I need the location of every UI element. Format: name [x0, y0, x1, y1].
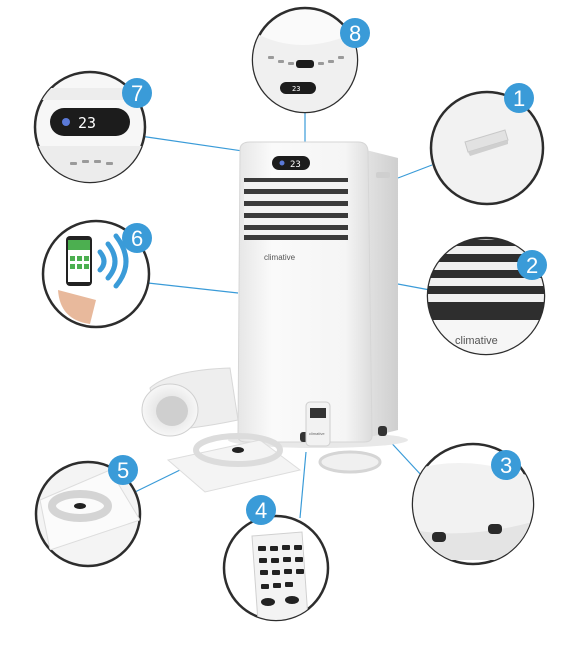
- badge-5: 5: [108, 455, 138, 485]
- callout-7-display-panel: 23: [33, 70, 147, 184]
- svg-text:23: 23: [78, 114, 96, 132]
- svg-text:climative: climative: [309, 431, 325, 436]
- svg-text:1: 1: [513, 86, 525, 111]
- svg-text:5: 5: [117, 458, 129, 483]
- air-conditioner-unit: 23 climative: [228, 141, 408, 448]
- unit-display: [272, 156, 310, 170]
- svg-text:23: 23: [292, 85, 300, 93]
- unit-display-temp: 23: [290, 160, 301, 170]
- svg-text:3: 3: [500, 453, 512, 478]
- badge-1: 1: [504, 83, 534, 113]
- svg-text:8: 8: [349, 21, 361, 46]
- exhaust-hose: [141, 367, 239, 437]
- badge-6: 6: [122, 223, 152, 253]
- callout-6-smartphone-app: [41, 219, 151, 329]
- badge-3: 3: [491, 450, 521, 480]
- svg-text:4: 4: [255, 498, 267, 523]
- svg-text:climative: climative: [455, 335, 498, 347]
- svg-text:7: 7: [131, 81, 143, 106]
- badge-4: 4: [246, 495, 276, 525]
- callout-3-caster-wheels: [411, 442, 535, 566]
- badge-8: 8: [340, 18, 370, 48]
- callout-8-control-panel: 23: [251, 6, 359, 114]
- badge-7: 7: [122, 78, 152, 108]
- callout-1-side-handle: [429, 90, 545, 206]
- badge-2: 2: [517, 250, 547, 280]
- svg-text:6: 6: [131, 226, 143, 251]
- callout-4-remote-control: [222, 514, 330, 622]
- wifi-icon: [97, 233, 129, 289]
- svg-text:2: 2: [526, 253, 538, 278]
- window-kit: [166, 433, 382, 493]
- unit-brand-label: climative: [264, 253, 296, 262]
- remote-on-floor: climative: [305, 401, 331, 447]
- number-badges: 1 2 3 4 5 6 7 8: [108, 18, 547, 525]
- callout-5-window-kit: [34, 460, 142, 568]
